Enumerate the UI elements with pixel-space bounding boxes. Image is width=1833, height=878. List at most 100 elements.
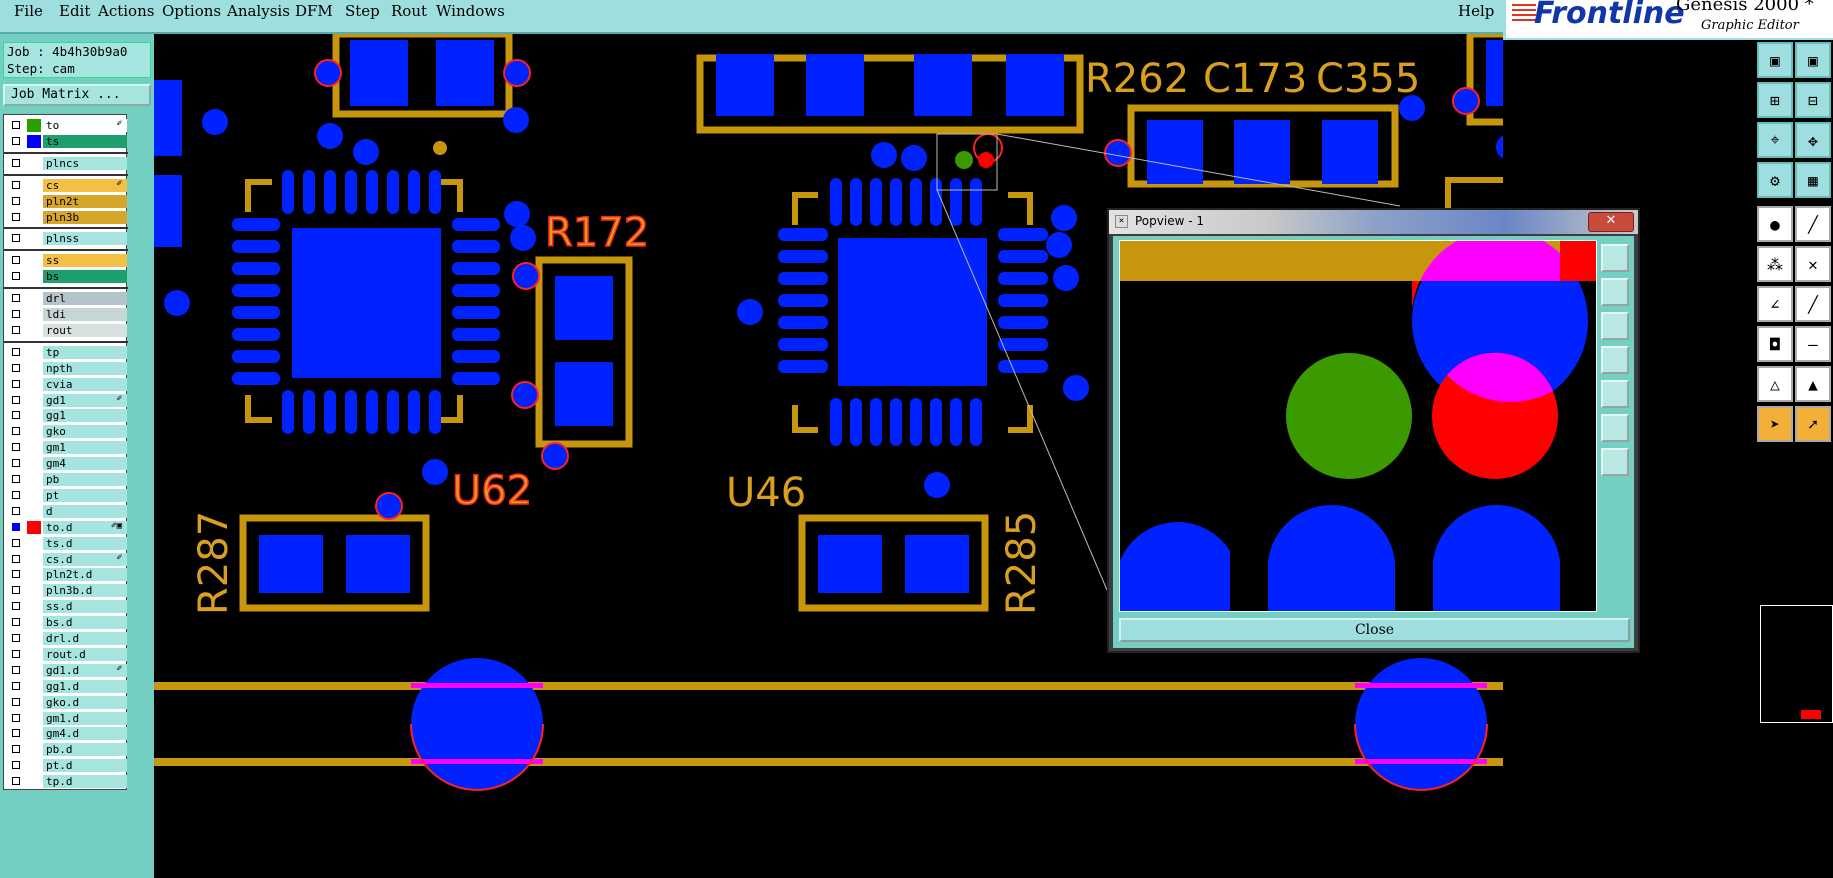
popview-left-icon[interactable] [1601,346,1629,374]
layer-name[interactable]: pb.d [43,743,127,757]
layer-color-swatch[interactable] [27,743,41,756]
layer-name[interactable]: gd1 [43,393,127,407]
layer-row-cs-d[interactable]: cs.d✐ [6,552,127,566]
layer-color-swatch[interactable] [27,537,41,550]
layer-checkbox[interactable] [12,618,20,627]
pointer-alt-icon[interactable]: ➚ [1795,406,1831,442]
layer-name[interactable]: drl [43,292,127,306]
layer-row-gg1-d[interactable]: gg1.d [6,679,127,693]
layer-name[interactable]: plnss [43,232,127,246]
layer-name[interactable]: gg1.d [43,679,127,693]
layer-row-gm1-d[interactable]: gm1.d [6,711,127,725]
layer-row-pln3b[interactable]: pln3b [6,210,127,224]
layer-row-ldi[interactable]: ldi [6,308,127,321]
overview-map[interactable] [1760,605,1833,723]
layer-name[interactable]: to [43,119,127,132]
layer-row-bs[interactable]: bs [6,270,127,284]
layer-color-swatch[interactable] [27,394,41,407]
triangle-icon[interactable]: △ [1757,366,1793,402]
layer-color-swatch[interactable] [27,664,41,677]
layer-checkbox[interactable] [12,697,20,706]
job-matrix-button[interactable]: Job Matrix ... [3,84,151,106]
layer-color-swatch[interactable] [27,473,41,486]
layer-checkbox[interactable] [12,136,20,145]
layer-checkbox[interactable] [12,347,20,356]
layer-name[interactable]: plncs [43,156,127,170]
menu-file[interactable]: File [14,2,43,20]
fit-icon[interactable]: ⌖ [1757,122,1793,158]
layer-color-swatch[interactable] [27,195,41,208]
layer-row-pln3b-d[interactable]: pln3b.d [6,584,127,598]
layer-color-swatch[interactable] [27,157,41,170]
layer-name[interactable]: cs.d [43,552,127,566]
popview-up-icon[interactable] [1601,278,1629,306]
layer-color-swatch[interactable] [27,254,41,267]
layer-color-swatch[interactable] [27,727,41,740]
layer-color-swatch[interactable] [27,457,41,470]
layer-row-drl-d[interactable]: drl.d [6,632,127,645]
layer-checkbox[interactable] [12,363,20,372]
layer-row-npth[interactable]: npth [6,361,127,375]
snap-icon[interactable]: ▣ [1757,42,1793,78]
layer-checkbox[interactable] [12,121,20,129]
popview-canvas[interactable] [1119,240,1597,612]
layer-color-swatch[interactable] [27,324,41,337]
zoom-in-icon[interactable]: ⊞ [1757,82,1793,118]
layer-name[interactable]: drl.d [43,632,127,645]
angle-icon[interactable]: ∠ [1757,286,1793,322]
popview-zoom-icon[interactable] [1601,244,1629,272]
layer-color-swatch[interactable] [27,378,41,391]
layer-checkbox[interactable] [12,196,20,205]
layer-checkbox[interactable] [12,475,20,483]
layer-name[interactable]: ss [43,254,127,268]
layer-name[interactable]: ts [43,134,127,148]
selected-feature[interactable] [955,151,973,169]
layer-name[interactable]: bs.d [43,616,127,630]
layer-row-gko-d[interactable]: gko.d [6,695,127,709]
layer-name[interactable]: gm1.d [43,711,127,725]
layer-checkbox[interactable] [12,602,20,611]
layer-checkbox[interactable] [12,443,20,452]
layer-name[interactable]: gg1 [43,409,127,423]
pad-icon[interactable]: ◘ [1757,326,1793,362]
layer-color-swatch[interactable] [27,409,41,422]
layer-name[interactable]: d [43,504,127,518]
layer-color-swatch[interactable] [27,211,41,224]
layer-checkbox[interactable] [12,554,20,563]
menu-actions[interactable]: Actions [98,2,155,20]
layer-checkbox[interactable] [12,745,20,754]
layer-row-gg1[interactable]: gg1 [6,409,127,423]
layer-row-gm4[interactable]: gm4 [6,457,127,471]
layer-row-drl[interactable]: drl [6,292,127,306]
layer-color-swatch[interactable] [27,759,41,772]
menu-rout[interactable]: Rout [391,2,428,20]
layer-row-cs[interactable]: cs✐ [6,178,127,192]
grid-icon[interactable]: ▦ [1795,162,1831,198]
layer-name[interactable]: ss.d [43,600,127,614]
layer-row-ss-d[interactable]: ss.d [6,600,127,614]
layer-color-swatch[interactable] [27,775,41,788]
layer-checkbox[interactable] [12,325,20,334]
layer-checkbox[interactable] [12,665,20,674]
menu-step[interactable]: Step [345,2,380,20]
layer-color-swatch[interactable] [27,696,41,709]
layer-row-d[interactable]: d [6,504,127,518]
layer-row-gm1[interactable]: gm1 [6,441,127,455]
layer-checkbox[interactable] [12,506,20,515]
line-icon[interactable]: ╱ [1795,286,1831,322]
layer-color-swatch[interactable] [27,680,41,693]
layer-color-swatch[interactable] [27,179,41,192]
pan-icon[interactable]: ✥ [1795,122,1831,158]
layer-name[interactable]: rout [43,323,127,337]
popview-fit-icon[interactable] [1601,414,1629,442]
popview-titlebar[interactable]: ✕ Popview - 1 ✕ [1109,210,1638,234]
layer-checkbox[interactable] [12,427,20,436]
measure-icon[interactable]: ╱ [1795,206,1831,242]
layer-color-swatch[interactable] [27,441,41,454]
layer-checkbox[interactable] [12,538,20,547]
layer-row-pt-d[interactable]: pt.d [6,759,127,773]
popview-close-button[interactable]: Close [1119,618,1630,642]
select-icon[interactable]: ● [1757,206,1793,242]
layer-color-swatch[interactable] [27,270,41,283]
layer-color-swatch[interactable] [27,616,41,629]
